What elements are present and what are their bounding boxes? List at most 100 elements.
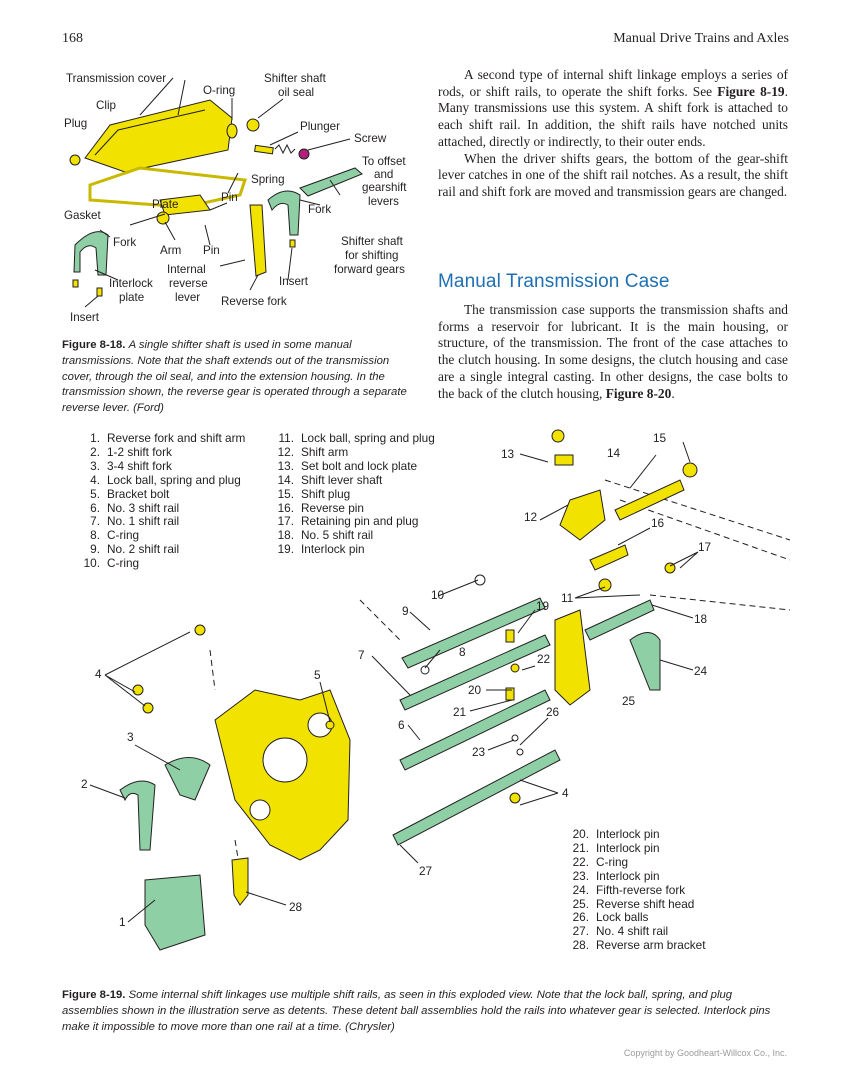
running-head: Manual Drive Trains and Axles [613,31,789,46]
legend-row: 10.C-ring [83,556,140,571]
legend-row: 14.Shift lever shaft [277,472,383,487]
legend-row: 1.Reverse fork and shift arm [90,431,246,445]
figure-8-19-caption: Figure 8-19. Some internal shift linkage… [62,988,788,1035]
reverse-fork-arm-shape [144,874,206,951]
legend-row: 17.Retaining pin and plug [277,514,419,529]
legend-row: 5.Bracket bolt [90,486,170,501]
reverse-arm-bracket-shape [231,857,249,906]
callout-3: 3 [127,730,134,744]
screw-shape [298,148,310,160]
shift-rail-no5 [584,599,655,641]
callout-6: 6 [398,718,405,732]
callout-25: 25 [622,694,636,708]
label-insert-right: Insert [279,275,308,288]
legend-row: 15.Shift plug [277,486,351,501]
callout-17: 17 [698,540,712,554]
legend-row: 19.Interlock pin [277,542,365,557]
callout-15: 15 [653,431,667,445]
legend-row: 12.Shift arm [277,444,349,459]
callout-2: 2 [81,777,88,791]
legend-row: 9.No. 2 shift rail [90,542,180,557]
fork-left-shape [73,231,109,276]
o-ring-shape [226,123,238,139]
label-shifter-shaft-oil-seal-line1: Shifter shaft [264,72,326,85]
legend-row: 23.Interlock pin [572,868,660,883]
label-internal-reverse-lever-line2: reverse [169,277,208,290]
legend-row: 22.C-ring [572,854,629,869]
label-to-offset-line2: and [374,168,394,181]
legend-right: 20.Interlock pin 21.Interlock pin 22.C-r… [565,827,706,953]
legend-row: 6.No. 3 shift rail [90,500,180,515]
body-paragraph-1: A second type of internal shift linkage … [438,67,788,149]
shift-lever-shaft [614,479,685,521]
reverse-fork-shape [249,204,267,277]
gasket-shape [88,166,248,209]
oil-seal-shape [246,118,260,132]
label-interlock-plate-line2: plate [119,291,145,304]
reverse-shift-head-shape [554,609,591,706]
legend-left: 1.Reverse fork and shift arm 2.1-2 shift… [76,431,246,571]
label-plunger: Plunger [300,120,340,133]
callout-18: 18 [694,612,708,626]
label-to-offset-line3: gearshift [362,181,407,194]
label-to-offset-line1: To offset [362,155,406,168]
label-to-offset-line4: levers [368,195,399,208]
shift-rail-no1 [399,634,551,711]
legend-row: 27.No. 4 shift rail [572,924,669,939]
callout-27: 27 [419,864,433,878]
legend-row: 20.Interlock pin [572,827,660,841]
callout-21: 21 [453,705,467,719]
fifth-reverse-fork-shape [629,632,661,691]
callout-16: 16 [651,516,665,530]
shift-rail-no2 [401,597,546,669]
shift-rail-no4 [392,749,561,846]
label-spring: Spring [251,173,285,186]
legend-row: 26.Lock balls [572,910,649,925]
callout-23: 23 [472,745,486,759]
fork-right-shape [267,190,301,236]
label-shifter-shaft-forward-line3: forward gears [334,263,405,276]
insert-left-shape [96,287,103,297]
callout-1: 1 [119,915,126,929]
callout-8: 8 [459,645,466,659]
label-internal-reverse-lever-line3: lever [175,291,201,304]
label-shifter-shaft-oil-seal-line2: oil seal [278,86,315,99]
legend-row: 2.1-2 shift fork [90,444,172,459]
callout-10: 10 [431,588,445,602]
body-paragraphs-bottom: The transmission case supports the trans… [438,302,788,402]
figure-8-18-caption-label: Figure 8-18. [62,339,126,351]
label-fork-right: Fork [308,203,332,216]
label-clip: Clip [96,99,116,112]
callout-20: 20 [468,683,482,697]
label-arm: Arm [160,244,182,257]
label-reverse-fork: Reverse fork [221,295,287,308]
fork-3-4-shape [164,757,211,801]
legend-row: 16.Reverse pin [277,500,364,515]
figure-8-19-caption-text: Some internal shift linkages use multipl… [62,989,771,1033]
shift-rail-no3 [399,689,551,771]
label-plug: Plug [64,117,88,130]
callout-7: 7 [358,648,365,662]
body-paragraphs-top: A second type of internal shift linkage … [438,67,788,201]
label-interlock-plate-line1: Interlock [109,277,153,290]
section-heading: Manual Transmission Case [438,271,670,292]
label-shifter-shaft-forward-line2: for shifting [345,249,399,262]
label-fork-left: Fork [113,236,137,249]
callout-12: 12 [524,510,538,524]
legend-row: 7.No. 1 shift rail [90,514,180,529]
label-pin-bottom: Pin [203,244,220,257]
legend-row: 18.No. 5 shift rail [277,528,374,543]
figure-8-20-reference: Figure 8-20 [605,385,672,401]
label-transmission-cover: Transmission cover [66,72,167,85]
legend-row: 4.Lock ball, spring and plug [90,472,241,487]
label-shifter-shaft-forward-line1: Shifter shaft [341,235,403,248]
callout-11: 11 [561,591,574,605]
label-insert-left: Insert [70,311,99,324]
callout-14: 14 [607,446,621,460]
label-plate: Plate [152,198,179,211]
figure-8-18-caption: Figure 8-18. A single shifter shaft is u… [62,338,412,417]
fork-1-2-shape [119,780,156,851]
label-pin-top: Pin [221,191,238,204]
legend-row: 11.Lock ball, spring and plug [278,431,435,445]
